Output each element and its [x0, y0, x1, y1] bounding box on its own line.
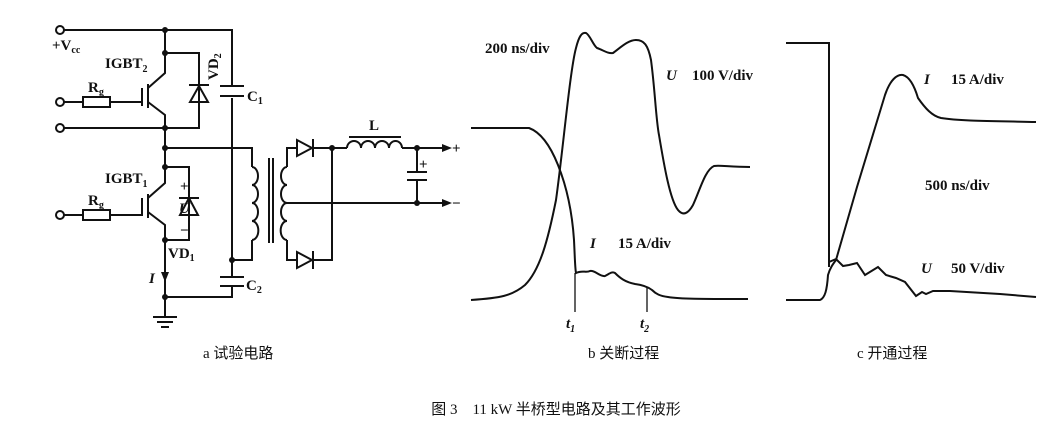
- transformer-primary: [251, 166, 260, 241]
- out-minus-label: −: [452, 196, 461, 212]
- turnon-timebase: 500 ns/div: [925, 178, 990, 194]
- t1-label: t1: [566, 316, 575, 335]
- time-markers: [574, 273, 648, 312]
- turnoff-u-scale: 100 V/div: [692, 68, 753, 84]
- cap-plus-label: +: [419, 157, 428, 173]
- gate2-terminal: [55, 97, 65, 107]
- emitter2-terminal: [55, 123, 65, 133]
- figure-caption: 图 3 11 kW 半桥型电路及其工作波形: [431, 401, 681, 418]
- transformer-secondary: [279, 166, 288, 241]
- capacitor-c1: [220, 85, 244, 97]
- t2-label: t2: [640, 316, 649, 335]
- turnoff-i-scale: 15 A/div: [618, 236, 671, 252]
- vd2-label: VD2: [206, 53, 224, 80]
- rg1-label: Rg: [88, 193, 104, 211]
- current-arrow-icon: [161, 272, 169, 282]
- turnoff-waveform: 200 ns/div U 100 V/div I 15 A/div t1 t2: [470, 31, 753, 335]
- turnon-u-scale: 50 V/div: [951, 261, 1005, 277]
- turnoff-timebase: 200 ns/div: [485, 41, 550, 57]
- turnoff-u-label: U: [666, 68, 678, 84]
- gate1-terminal: [55, 210, 65, 220]
- rectifier-diode-top: [296, 138, 315, 158]
- diode-vd2: [188, 83, 210, 103]
- u-plus-label: +: [180, 179, 189, 195]
- i-label: I: [148, 271, 156, 287]
- turnon-gate-step-trace: [786, 42, 830, 267]
- capacitor-c2: [220, 276, 244, 287]
- test-circuit: +Vcc IGBT2 Rg VD2 C1 IGBT1 Rg + U − VD1 …: [52, 25, 461, 328]
- u-minus-label: −: [180, 223, 189, 239]
- u-label: U: [179, 201, 191, 217]
- vcc-label: +Vcc: [52, 38, 81, 56]
- turnoff-i-label: I: [589, 236, 597, 252]
- igbt1-symbol: [64, 148, 166, 297]
- turnon-current-trace: [786, 73, 1037, 301]
- vd1-label: VD1: [168, 246, 195, 264]
- turnoff-voltage-trace: [470, 31, 751, 301]
- transformer-core: [268, 158, 274, 243]
- junction-dots: [162, 27, 420, 300]
- l-label: L: [369, 118, 379, 134]
- caption-c: c 开通过程: [857, 345, 927, 362]
- resistor-rg1: [82, 209, 111, 221]
- wire-primary: [165, 147, 253, 261]
- igbt2-label: IGBT2: [105, 56, 148, 75]
- inductor-l: [346, 136, 403, 149]
- out-plus-label: +: [452, 141, 461, 157]
- wire-rail: [64, 29, 233, 298]
- turnon-u-label: U: [921, 261, 933, 277]
- c2-label: C2: [246, 278, 262, 296]
- turnon-voltage-trace: [828, 257, 1037, 298]
- igbt1-label: IGBT1: [105, 171, 148, 190]
- turnon-waveform: I 15 A/div 500 ns/div U 50 V/div: [786, 42, 1037, 301]
- wire-vd1: [165, 166, 190, 241]
- vcc-terminal: [55, 25, 65, 35]
- ground-icon: [153, 297, 177, 328]
- caption-a: a 试验电路: [203, 345, 273, 362]
- diode-vd1: [178, 195, 200, 216]
- c1-label: C1: [247, 89, 263, 107]
- rg2-label: Rg: [88, 80, 104, 98]
- igbt2-symbol: [64, 30, 166, 148]
- wire-vd2: [64, 52, 200, 129]
- rectifier-diode-bottom: [296, 250, 315, 270]
- output-capacitor: [407, 148, 427, 203]
- output-arrows-icon: [442, 144, 452, 207]
- turnon-i-label: I: [923, 72, 931, 88]
- turnoff-current-trace: [471, 127, 749, 300]
- turnon-i-scale: 15 A/div: [951, 72, 1004, 88]
- resistor-rg2: [82, 96, 111, 108]
- caption-b: b 关断过程: [588, 345, 659, 362]
